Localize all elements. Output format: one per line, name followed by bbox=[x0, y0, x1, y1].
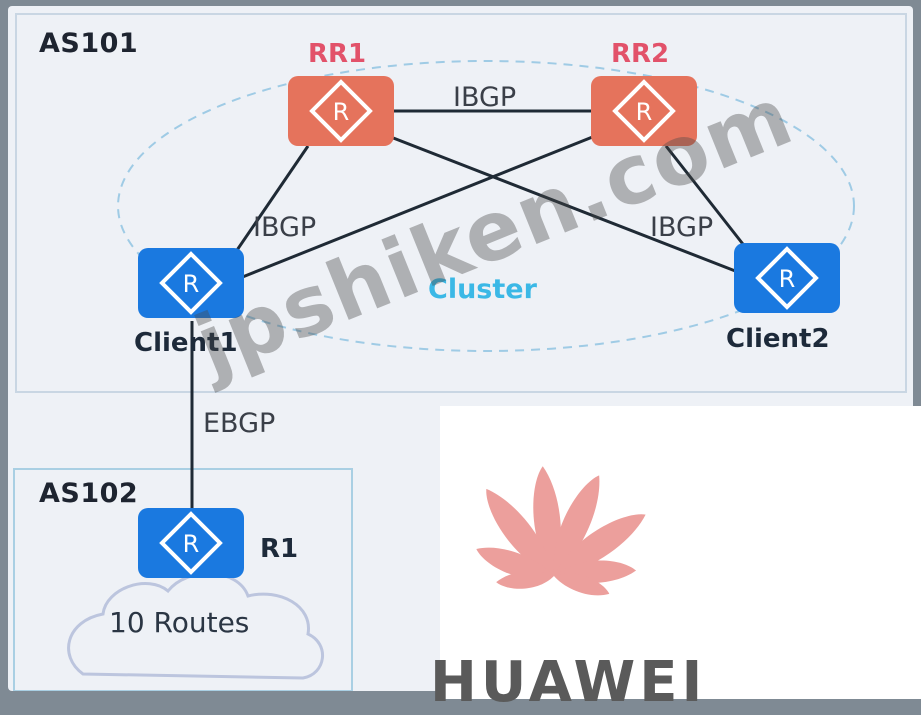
router-letter: R bbox=[183, 270, 200, 298]
link-rr2-client1 bbox=[239, 132, 601, 280]
rr2-router-icon[interactable]: R bbox=[591, 76, 697, 146]
client1-router-icon[interactable]: R bbox=[138, 248, 244, 318]
router-letter: R bbox=[333, 98, 350, 126]
client2-router-icon[interactable]: R bbox=[734, 243, 840, 313]
link-rr2-client2 bbox=[664, 145, 748, 249]
as101-label: AS101 bbox=[39, 28, 139, 59]
left-ibgp-label: IBGP bbox=[253, 212, 317, 243]
cluster-label: Cluster bbox=[428, 274, 537, 305]
network-links bbox=[13, 13, 907, 691]
ebgp-label: EBGP bbox=[203, 408, 276, 439]
rr2-label: RR2 bbox=[611, 39, 670, 69]
diagram-stage: AS101 AS102 RR1 R RR2 R R Client1 bbox=[8, 6, 921, 715]
as102-label: AS102 bbox=[39, 478, 139, 509]
r1-router-icon[interactable]: R bbox=[138, 508, 244, 578]
rr-ibgp-label: IBGP bbox=[453, 82, 517, 113]
huawei-logo-text: HUAWEI bbox=[430, 650, 707, 715]
huawei-logo-icon bbox=[476, 466, 646, 596]
router-letter: R bbox=[636, 98, 653, 126]
rr1-label: RR1 bbox=[308, 39, 367, 69]
client2-label: Client2 bbox=[726, 324, 830, 354]
router-letter: R bbox=[779, 265, 796, 293]
cluster-ellipse bbox=[117, 60, 855, 352]
link-rr1-client1 bbox=[231, 145, 310, 257]
r1-label: R1 bbox=[260, 534, 299, 564]
as102-boundary bbox=[13, 468, 353, 691]
logo-panel bbox=[440, 406, 921, 699]
rr1-router-icon[interactable]: R bbox=[288, 76, 394, 146]
link-rr1-client2 bbox=[382, 132, 744, 276]
router-letter: R bbox=[183, 530, 200, 558]
routes-label: 10 Routes bbox=[109, 606, 250, 639]
as101-boundary bbox=[15, 13, 907, 393]
client1-label: Client1 bbox=[134, 328, 238, 358]
right-ibgp-label: IBGP bbox=[650, 212, 714, 243]
